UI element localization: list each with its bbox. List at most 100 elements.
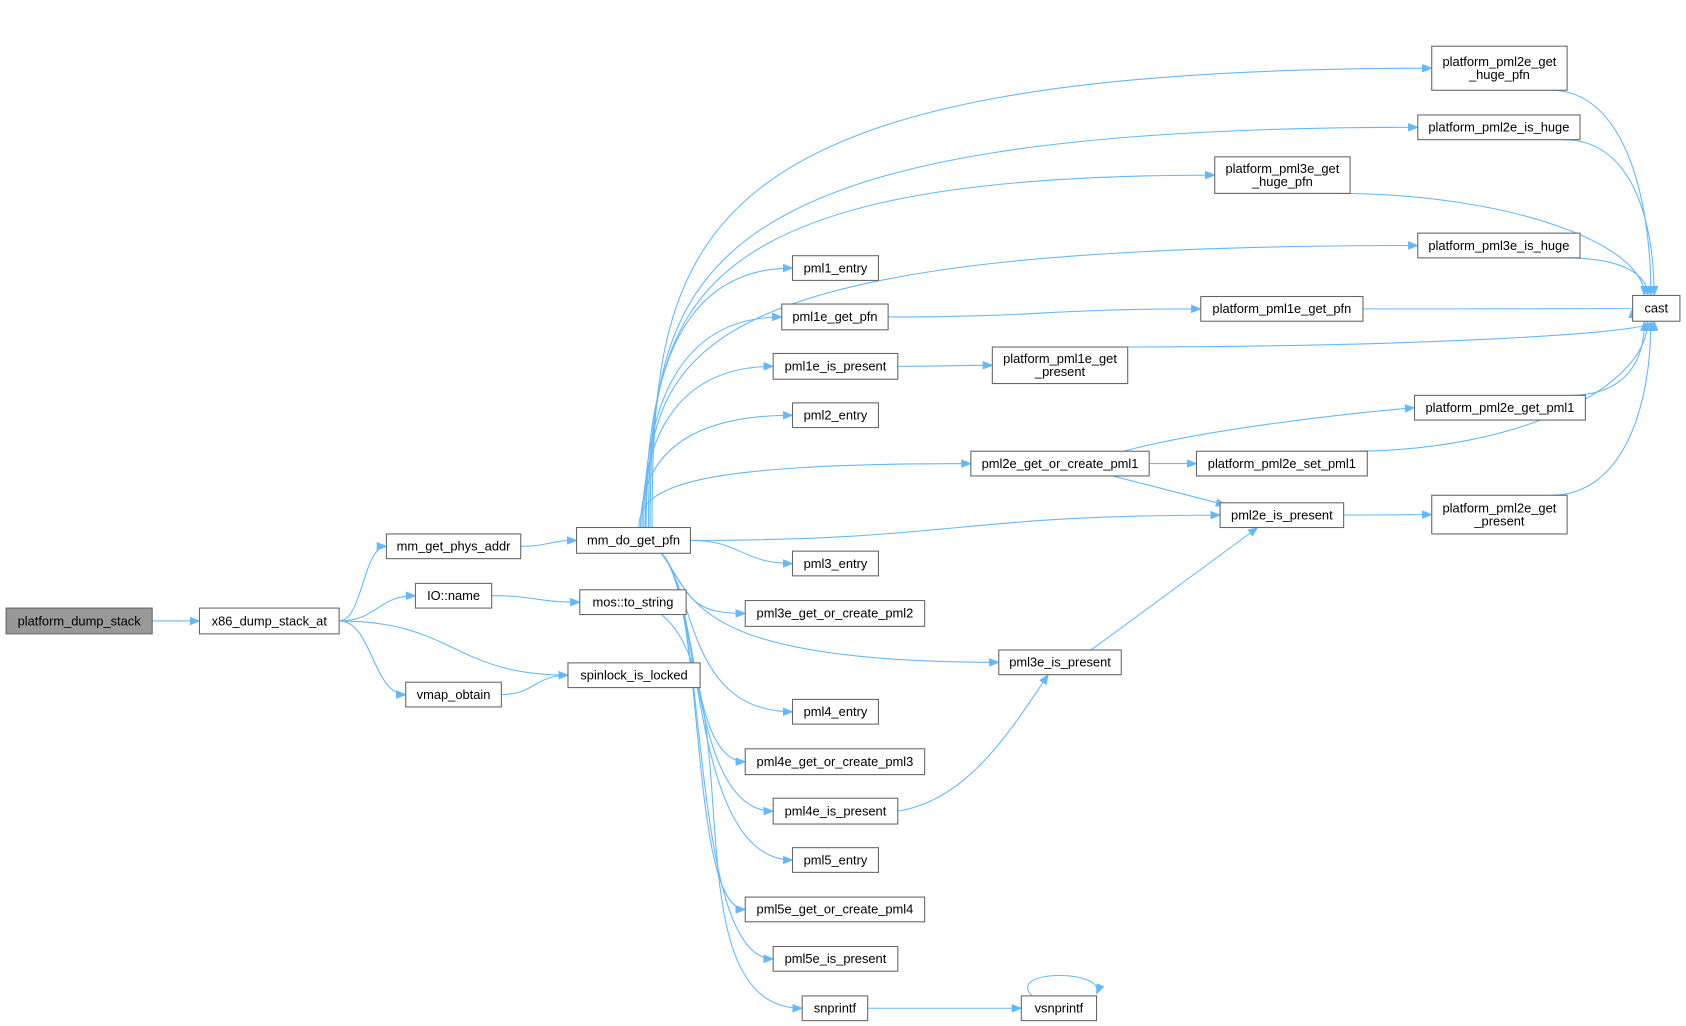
node-pml1-entry[interactable]: pml1_entry <box>791 255 879 281</box>
node-platform-pml1e-get-pfn[interactable]: platform_pml1e_get_pfn <box>1200 295 1364 322</box>
node-box <box>5 607 153 635</box>
node-vsnprintf[interactable]: vsnprintf <box>1020 995 1098 1022</box>
edge-x86-dump-stack-at-to-io-name <box>339 591 417 622</box>
node-label: snprintf <box>814 1001 857 1016</box>
node-pml3-entry[interactable]: pml3_entry <box>791 550 879 577</box>
node-cast[interactable]: cast <box>1632 294 1681 322</box>
node-label: platform_pml3e_is_huge <box>1428 238 1569 253</box>
node-label: vsnprintf <box>1035 1001 1084 1016</box>
node-pml3e-is-present[interactable]: pml3e_is_present <box>998 649 1122 676</box>
node-box <box>385 533 522 560</box>
edge-mm-do-get-pfn-to-pml2-entry <box>639 410 794 528</box>
node-label: pml4_entry <box>804 704 868 719</box>
node-label: pml5e_get_or_create_pml4 <box>757 902 914 917</box>
node-snprintf[interactable]: snprintf <box>801 995 869 1022</box>
node-box <box>791 698 879 725</box>
node-box <box>744 896 926 923</box>
node-pml4e-get-or-create-pml3[interactable]: pml4e_get_or_create_pml3 <box>744 748 926 776</box>
edge-pml4e-is-present-to-pml3e-is-present <box>897 673 1049 812</box>
node-box <box>998 649 1122 676</box>
node-mos-to-string[interactable]: mos::to_string <box>579 589 687 616</box>
node-box <box>1431 45 1568 91</box>
node-box <box>791 402 879 429</box>
node-pml4e-is-present[interactable]: pml4e_is_present <box>772 797 899 825</box>
node-label: pml2_entry <box>804 408 868 423</box>
node-vmap-obtain[interactable]: vmap_obtain <box>405 681 502 708</box>
node-pml2-entry[interactable]: pml2_entry <box>791 402 879 429</box>
node-box <box>576 526 691 554</box>
edge-vsnprintf-to-vsnprintf <box>1027 975 1105 997</box>
edge-pml2e-get-or-create-pml1-to-platform-pml2e-get-pml1 <box>1123 404 1416 452</box>
edge-pml1e-get-pfn-to-platform-pml1e-get-pfn <box>888 304 1202 318</box>
node-pml2e-get-or-create-pml1[interactable]: pml2e_get_or_create_pml1 <box>970 450 1150 477</box>
node-box <box>1431 494 1568 535</box>
edge-mm-do-get-pfn-to-pml3-entry <box>690 539 794 568</box>
node-platform-pml1e-get-present[interactable]: platform_pml1e_get_present <box>991 346 1129 385</box>
edge-mm-do-get-pfn-to-pml5e-is-present <box>661 552 775 964</box>
node-label: cast <box>1644 301 1668 316</box>
node-spinlock-is-locked[interactable]: spinlock_is_locked <box>567 662 701 689</box>
edge-platform-pml1e-get-pfn-to-cast <box>1362 307 1634 319</box>
node-label: platform_pml2e_set_pml1 <box>1208 456 1356 471</box>
edge-platform-pml2e-get-pml1-to-cast <box>1569 320 1649 396</box>
edge-x86-dump-stack-at-to-spinlock-is-locked <box>339 620 570 680</box>
node-pml5e-get-or-create-pml4[interactable]: pml5e_get_or_create_pml4 <box>744 896 926 923</box>
node-platform-pml3e-is-huge[interactable]: platform_pml3e_is_huge <box>1417 232 1581 259</box>
node-pml3e-get-or-create-pml2[interactable]: pml3e_get_or_create_pml2 <box>744 600 926 627</box>
node-label: platform_dump_stack <box>18 613 142 628</box>
node-pml5e-is-present[interactable]: pml5e_is_present <box>772 945 899 972</box>
node-box <box>579 589 687 616</box>
node-box <box>1417 114 1581 141</box>
node-pml2e-is-present[interactable]: pml2e_is_present <box>1219 502 1345 529</box>
node-platform-dump-stack[interactable]: platform_dump_stack <box>5 607 153 635</box>
edge-x86-dump-stack-at-to-mm-get-phys-addr <box>339 542 388 622</box>
node-label: vmap_obtain <box>417 687 491 702</box>
node-platform-pml2e-get-present[interactable]: platform_pml2e_get_present <box>1431 494 1568 535</box>
node-mm-get-phys-addr[interactable]: mm_get_phys_addr <box>385 533 522 560</box>
node-platform-pml3e-get-huge-pfn[interactable]: platform_pml3e_get_huge_pfn <box>1214 156 1351 194</box>
edge-platform-pml2e-is-huge-to-cast <box>1563 139 1659 297</box>
edge-mm-do-get-pfn-to-platform-pml2e-is-huge <box>649 123 1419 528</box>
node-pml1e-is-present[interactable]: pml1e_is_present <box>772 352 899 380</box>
edge-mm-do-get-pfn-to-pml3e-is-present <box>661 552 1000 667</box>
node-label: platform_pml2e_get <box>1443 500 1557 515</box>
node-pml1e-get-pfn[interactable]: pml1e_get_pfn <box>781 303 889 331</box>
edge-pml2e-is-present-to-platform-pml2e-get-present <box>1343 510 1433 519</box>
edge-mm-do-get-pfn-to-pml1-entry <box>644 263 794 528</box>
edge-vmap-obtain-to-spinlock-is-locked <box>501 670 570 696</box>
node-label: pml2e_is_present <box>1231 507 1333 522</box>
edge-platform-pml2e-get-present-to-cast <box>1550 320 1656 496</box>
edge-platform-pml3e-is-huge-to-cast <box>1563 257 1652 297</box>
edge-mm-do-get-pfn-to-platform-pml3e-is-huge <box>645 241 1419 528</box>
node-box <box>1414 394 1586 421</box>
node-platform-pml2e-is-huge[interactable]: platform_pml2e_is_huge <box>1417 114 1581 141</box>
node-pml5-entry[interactable]: pml5_entry <box>791 847 879 873</box>
node-mm-do-get-pfn[interactable]: mm_do_get_pfn <box>576 526 691 554</box>
node-label: pml3_entry <box>804 556 868 571</box>
node-label: pml3e_get_or_create_pml2 <box>757 606 914 621</box>
node-box <box>744 600 926 627</box>
node-label: mm_do_get_pfn <box>587 533 680 548</box>
node-box <box>991 346 1129 385</box>
edge-mm-do-get-pfn-to-pml2e-get-or-create-pml1 <box>638 459 972 528</box>
node-box <box>791 550 879 577</box>
node-box <box>198 607 340 635</box>
node-label: pml1e_get_pfn <box>792 309 877 324</box>
node-x86-dump-stack-at[interactable]: x86_dump_stack_at <box>198 607 340 635</box>
node-box <box>1195 450 1368 477</box>
node-pml4-entry[interactable]: pml4_entry <box>791 698 879 725</box>
node-io-name[interactable]: IO::name <box>414 582 493 609</box>
node-box <box>1219 502 1345 529</box>
edge-mm-do-get-pfn-to-pml1e-is-present <box>641 362 775 528</box>
node-box <box>781 303 889 331</box>
node-platform-pml2e-get-huge-pfn[interactable]: platform_pml2e_get_huge_pfn <box>1431 45 1568 91</box>
edge-mm-do-get-pfn-to-pml2e-is-present <box>690 510 1222 541</box>
node-label: pml4e_get_or_create_pml3 <box>757 754 914 769</box>
node-platform-pml2e-set-pml1[interactable]: platform_pml2e_set_pml1 <box>1195 450 1368 477</box>
node-platform-pml2e-get-pml1[interactable]: platform_pml2e_get_pml1 <box>1414 394 1586 421</box>
node-label: x86_dump_stack_at <box>212 613 328 628</box>
edge-platform-pml1e-get-present-to-cast <box>1111 320 1659 348</box>
edge-mm-do-get-pfn-to-pml4e-get-or-create-pml3 <box>661 552 747 766</box>
node-label: platform_pml2e_is_huge <box>1428 120 1569 135</box>
edge-platform-pml2e-get-huge-pfn-to-cast <box>1550 89 1656 297</box>
